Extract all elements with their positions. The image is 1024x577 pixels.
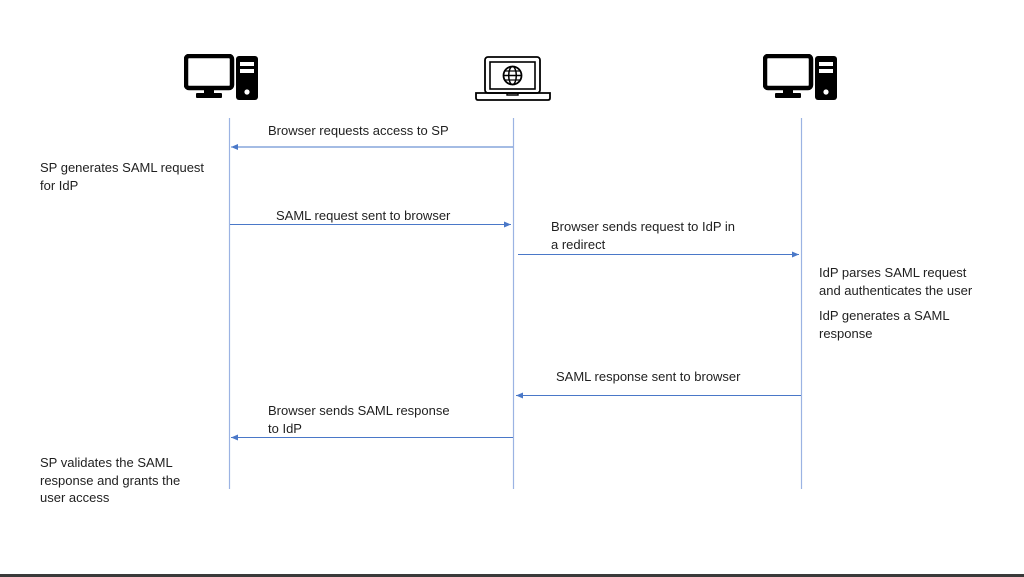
- note-line: and authenticates the user: [819, 282, 973, 298]
- note-sp-generates: SP generates SAML request for IdP: [40, 159, 204, 194]
- message-line: to IdP: [268, 420, 302, 436]
- note-line: SP validates the SAML: [40, 455, 173, 470]
- message-line: SAML response sent to browser: [556, 369, 741, 384]
- message-line: Browser sends request to IdP in: [551, 219, 736, 234]
- message-label: SAML response sent to browser: [556, 368, 741, 386]
- note-sp-validates: SP validates the SAML response and grant…: [40, 454, 180, 507]
- bottom-border: [0, 574, 1024, 577]
- note-idp-parses: IdP parses SAML request and authenticate…: [819, 264, 972, 299]
- note-line: SP generates SAML request: [40, 160, 205, 175]
- idp-server-icon: [763, 54, 837, 100]
- message-line: SAML request sent to browser: [276, 208, 451, 223]
- message-line: Browser sends SAML response: [268, 403, 450, 418]
- message-label: Browser sends SAML response to IdP: [268, 402, 450, 437]
- note-line: IdP parses SAML request: [819, 265, 967, 280]
- message-line: a redirect: [551, 236, 606, 252]
- note-idp-generates: IdP generates a SAML response: [819, 307, 950, 342]
- message-label: Browser requests access to SP: [268, 122, 449, 140]
- note-line: for IdP: [40, 177, 79, 193]
- note-line: IdP generates a SAML: [819, 308, 950, 323]
- note-line: user access: [40, 490, 110, 505]
- note-line: response and grants the: [40, 472, 181, 488]
- message-label: Browser sends request to IdP in a redire…: [551, 218, 735, 253]
- message-label: SAML request sent to browser: [276, 207, 450, 225]
- message-line: Browser requests access to SP: [268, 123, 449, 138]
- browser-laptop-globe-icon: [475, 56, 551, 101]
- note-line: response: [819, 325, 873, 341]
- sp-server-icon: [184, 54, 258, 100]
